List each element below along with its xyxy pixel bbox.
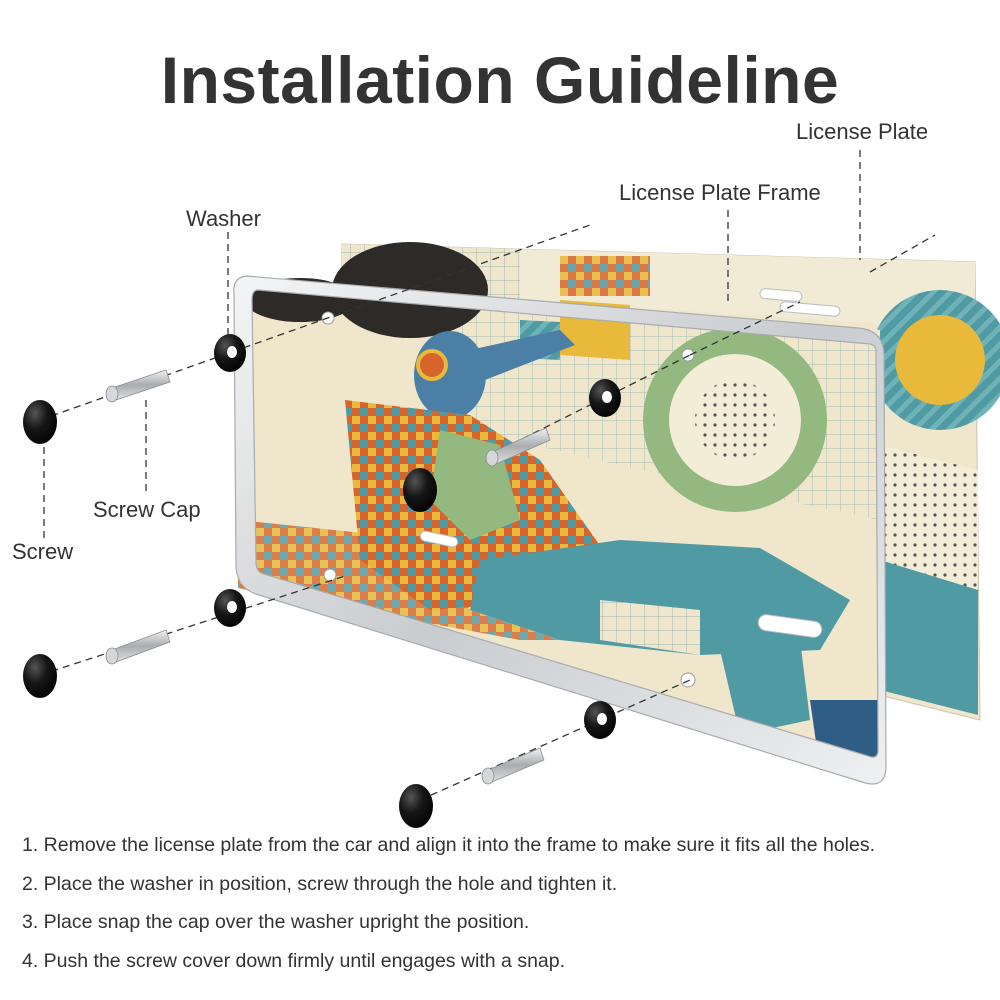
washer-icon [584,701,616,739]
hardware-set-on-frame [403,379,621,512]
hardware-set-bottom-right [399,701,616,828]
screw-cap-icon [403,468,437,512]
instruction-step: 2. Place the washer in position, screw t… [22,872,618,895]
label-screw-cap: Screw Cap [93,497,201,522]
instruction-list: 1. Remove the license plate from the car… [22,826,875,980]
page-title: Installation Guideline [160,43,840,117]
license-plate-frame [233,242,887,785]
instruction-step: 3. Place snap the cap over the washer up… [22,911,530,933]
screw-cap-icon [23,654,57,698]
label-license-plate: License Plate [796,119,929,144]
screw-icon [105,369,171,403]
screw-icon [485,427,551,467]
hardware-set-top-left [23,334,246,444]
washer-icon [214,334,246,372]
washer-icon [589,379,621,417]
washer-icon [214,589,246,627]
instruction-step: 4. Push the screw cover down firmly unti… [22,949,566,972]
screw-cap-icon [399,784,433,828]
screw-icon [105,629,171,665]
label-screw: Screw [12,539,74,564]
label-license-plate-frame: License Plate Frame [619,180,821,205]
instruction-step: 1. Remove the license plate from the car… [22,834,876,856]
label-washer: Washer [186,206,261,231]
screw-icon [481,747,545,785]
screw-cap-icon [23,400,57,444]
hardware-set-bottom-left [23,589,246,698]
